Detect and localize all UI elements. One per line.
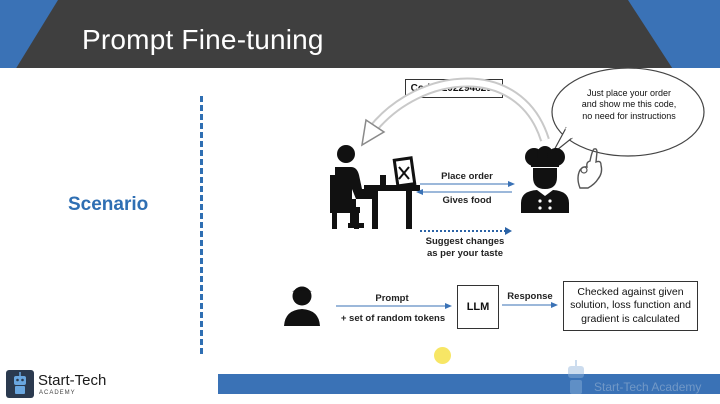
prompt-label: Prompt [375,293,409,304]
footer-bar [218,374,720,394]
speech-bubble-text: Just place your order and show me this c… [581,88,677,121]
watermark-text: Start-Tech Academy [594,380,702,394]
scenario-label: Scenario [68,194,149,215]
response-label: Response [507,291,553,302]
user-icon [284,286,320,326]
brand-subtitle: ACADEMY [39,390,76,396]
gives-food-label: Gives food [442,195,492,206]
result-box: Checked against given solution, loss fun… [563,281,698,331]
customer-at-table-icon [330,145,420,229]
ok-hand-icon [577,148,603,189]
chef-icon [521,146,569,213]
cursor-highlight [434,347,451,364]
llm-box: LLM [457,285,499,329]
slide-title: Prompt Fine-tuning [82,24,324,55]
brand-name: Start-Tech [38,372,107,389]
suggest-changes-label: Suggest changes as per your taste [425,236,505,259]
tokens-label: + set of random tokens [340,313,446,324]
section-divider [200,96,203,354]
place-order-label: Place order [441,171,493,182]
robot-logo-icon [6,370,34,398]
slide-header [0,0,720,68]
watermark-robot-icon [568,360,584,394]
